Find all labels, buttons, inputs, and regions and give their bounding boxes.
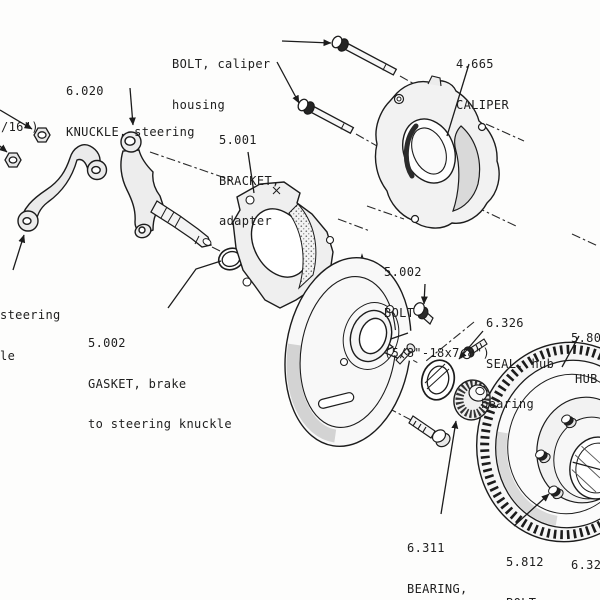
label-washer: 6.32 WASH: [571, 558, 600, 600]
label-gasket: 5.002 GASKET, brake to steering knuckle: [88, 336, 232, 431]
caliper-bolt-2: [297, 98, 355, 135]
leader-hub: [561, 335, 580, 368]
label-caliper-housing-bolt: BOLT, caliper housing: [172, 57, 271, 112]
leader-bearing: [440, 420, 459, 515]
hex-bolt: [408, 415, 451, 448]
hex-nut-1: [33, 127, 51, 143]
wheel-stud-1: [561, 414, 577, 429]
steering-arm: [17, 144, 108, 232]
shield-stud-partial: [395, 343, 416, 365]
leader-bracket: [247, 151, 255, 194]
label-caliper: 4.665 CALIPER: [456, 57, 510, 112]
inner-bearing: [453, 379, 491, 421]
leader-steering-arm: [12, 234, 26, 271]
label-stud-bolt: 5.812 BOLT: [506, 555, 544, 600]
leader-knuckle: [128, 87, 136, 126]
label-hub-seal: 6.326 SEAL, hub bearing: [481, 316, 555, 411]
leader-seal: [458, 330, 484, 360]
label-thread-size: /16"): [1, 120, 39, 134]
label-shield-bolt: 5.002 BOLT (5/8"-18x7/8"): [384, 265, 491, 360]
leader-caliper-bolt: [281, 39, 332, 47]
hub-seal: [420, 359, 456, 401]
wheel-stud-2: [535, 449, 551, 464]
hex-nut-2: [4, 152, 22, 168]
leader-nut-2: [0, 144, 8, 153]
leader-lines: [0, 39, 580, 527]
leader-nut-1: [0, 109, 33, 130]
leader-caliper-bolt-2: [276, 61, 300, 104]
label-inner-bearing: 6.311 BEARING, inner: [407, 541, 468, 596]
rotor-hub: [475, 341, 600, 543]
leader-gasket: [167, 260, 222, 309]
shield-bolt-small: [413, 302, 434, 325]
wheel-stud-3: [548, 485, 564, 500]
spindle: [150, 200, 212, 248]
bore-hatch: [567, 442, 600, 493]
caliper-bolt-1: [331, 35, 398, 76]
caliper-part: [374, 75, 500, 229]
splash-shield: [284, 253, 417, 448]
leader-stud-bolt: [513, 493, 550, 527]
label-steering-knuckle: 6.020 KNUCKLE, steering: [66, 84, 195, 139]
label-steering-arm: steering le: [0, 308, 61, 363]
adapter-bracket: [232, 181, 338, 309]
leader-caliper: [446, 63, 470, 137]
leader-shield-bolt: [420, 283, 428, 305]
label-hub: 5.80 HUB: [571, 331, 600, 386]
label-adapter-bracket: 5.001 BRACKET, adapter: [219, 133, 280, 228]
